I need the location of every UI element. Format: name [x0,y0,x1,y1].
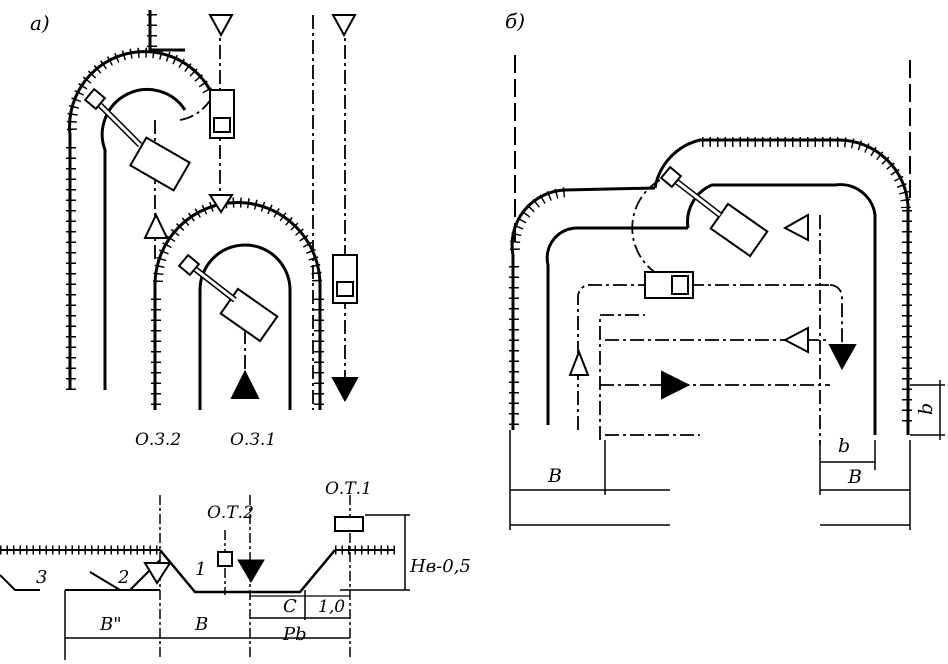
cross-section: 1 2 3 О.Т.2 О.Т.1 Hв-0,5 B" B C 1,0 Pb [0,479,471,660]
axis-label-ot1: О.Т.1 [325,479,372,499]
face-label-oz1: О.З.1 [230,430,276,450]
dim-B-left: B [547,465,562,487]
upper-arch [66,10,213,390]
dim-b-small: b [838,435,850,457]
dim-B2: B" [99,614,122,635]
direction-markers-b [568,213,857,400]
truck-b [644,271,694,299]
truck-a2 [332,254,358,304]
haul-paths-b [577,179,843,445]
dimensions-b [509,380,945,530]
axis-label-ot2: О.Т.2 [207,503,254,523]
dim-B-a: B [194,614,208,635]
dim-Pb: Pb [282,624,307,645]
dim-1-0: 1,0 [318,597,345,617]
haul-paths-a [154,15,346,410]
panel-b: б) [505,9,945,530]
truck-a1 [209,89,235,139]
section-number-3: 3 [36,567,47,588]
height-label: Hв-0,5 [409,556,471,577]
panel-a-letter: а) [30,11,50,35]
section-number-1: 1 [195,559,206,580]
panel-a: а) [0,10,471,660]
section-number-2: 2 [117,567,129,588]
panel-b-letter: б) [505,9,525,33]
outer-contour-b [509,55,912,435]
excavator-b [659,165,769,258]
excavator-lower [177,253,279,343]
dim-b-vertical: b [915,403,937,415]
face-label-oz2: О.З.2 [135,430,181,450]
dim-B-right: B [847,466,862,488]
excavator-upper [83,87,192,192]
dim-C: C [283,596,297,617]
direction-markers-a [143,14,359,403]
